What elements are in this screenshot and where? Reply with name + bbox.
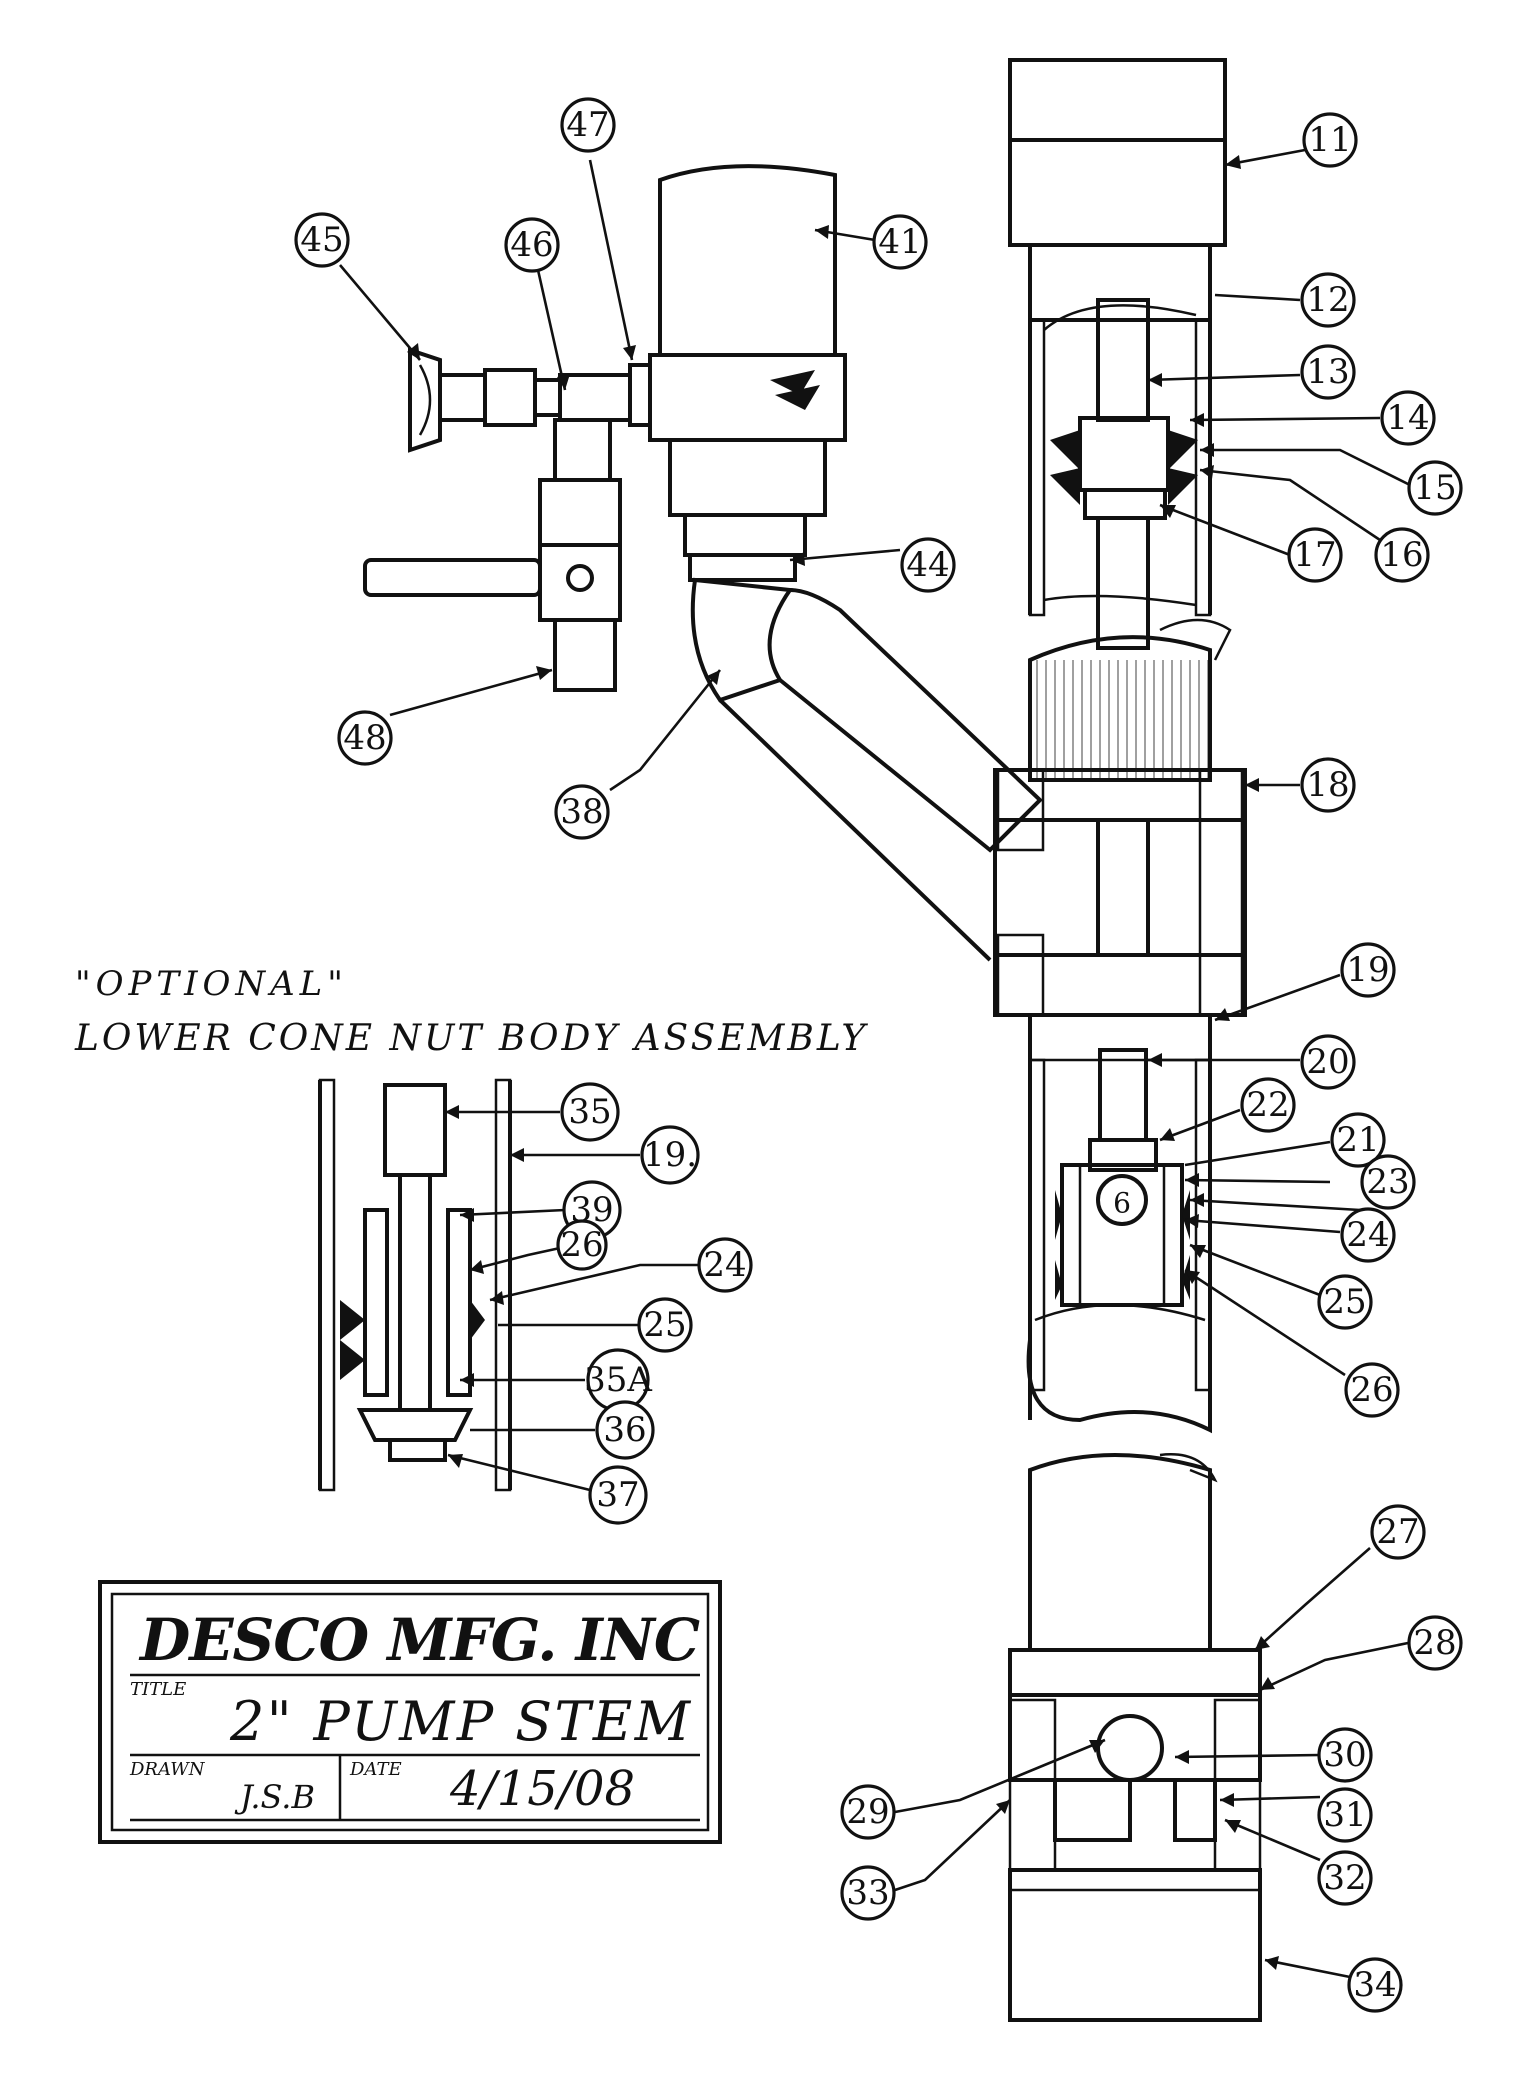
title-block-date-label: DATE xyxy=(349,1759,402,1780)
title-block-company: DESCO MFG. INC xyxy=(138,1606,700,1674)
svg-text:34: 34 xyxy=(1353,1965,1396,2005)
callout-22: 22 xyxy=(1240,1077,1296,1133)
svg-text:15: 15 xyxy=(1413,468,1456,508)
callout-33: 33 xyxy=(840,1865,896,1921)
svg-text:18: 18 xyxy=(1306,765,1349,805)
svg-text:21: 21 xyxy=(1336,1120,1379,1160)
callout-17: 17 xyxy=(1287,527,1343,583)
optional-detail xyxy=(318,1078,512,1492)
callout-23: 23 xyxy=(1360,1154,1416,1210)
svg-text:38: 38 xyxy=(560,792,603,832)
callout-20: 20 xyxy=(1300,1034,1356,1090)
callout-27: 27 xyxy=(1370,1504,1426,1560)
valve-assembly xyxy=(363,347,652,692)
callout-29: 29 xyxy=(840,1784,896,1840)
detail-callout-35a: 35A xyxy=(584,1348,652,1412)
callout-13: 13 xyxy=(1300,344,1356,400)
svg-text:32: 32 xyxy=(1323,1858,1366,1898)
svg-text:36: 36 xyxy=(603,1410,646,1450)
svg-text:6: 6 xyxy=(1113,1187,1131,1220)
callout-24: 24 xyxy=(1340,1207,1396,1263)
svg-text:35: 35 xyxy=(568,1092,611,1132)
svg-text:25: 25 xyxy=(1323,1282,1366,1322)
callout-32: 32 xyxy=(1317,1850,1373,1906)
callout-15: 15 xyxy=(1407,460,1463,516)
callout-34: 34 xyxy=(1347,1957,1403,2013)
detail-callout-24: 24 xyxy=(697,1237,753,1293)
svg-text:47: 47 xyxy=(566,105,609,145)
callout-47: 47 xyxy=(560,97,616,153)
svg-text:23: 23 xyxy=(1366,1162,1409,1202)
svg-text:26: 26 xyxy=(1350,1370,1393,1410)
callout-45: 45 xyxy=(294,212,350,268)
svg-text:37: 37 xyxy=(596,1475,639,1515)
svg-text:29: 29 xyxy=(846,1792,889,1832)
title-block xyxy=(98,1580,722,1844)
svg-text:25: 25 xyxy=(643,1305,686,1345)
callout-26: 26 xyxy=(1344,1362,1400,1418)
svg-text:41: 41 xyxy=(878,222,921,262)
svg-text:14: 14 xyxy=(1386,398,1429,438)
detail-callout-25: 25 xyxy=(637,1297,693,1353)
svg-text:31: 31 xyxy=(1323,1795,1366,1835)
callout-30: 30 xyxy=(1317,1727,1373,1783)
svg-text:24: 24 xyxy=(1346,1215,1389,1255)
svg-text:13: 13 xyxy=(1306,352,1349,392)
main-pipe-assembly: 6 xyxy=(993,58,1262,2022)
svg-text:33: 33 xyxy=(846,1873,889,1913)
detail-callout-26: 26 xyxy=(556,1219,608,1271)
callout-28: 28 xyxy=(1407,1615,1463,1671)
optional-note-line1: "OPTIONAL" xyxy=(75,964,348,1004)
callout-41: 41 xyxy=(872,214,928,270)
svg-text:24: 24 xyxy=(703,1245,746,1285)
svg-text:22: 22 xyxy=(1246,1085,1289,1125)
svg-text:11: 11 xyxy=(1308,120,1351,160)
detail-callout-37: 37 xyxy=(588,1465,648,1525)
detail-callout-19: 19. xyxy=(640,1125,700,1185)
svg-text:28: 28 xyxy=(1413,1623,1456,1663)
callout-31: 31 xyxy=(1317,1787,1373,1843)
detail-callout-36: 36 xyxy=(595,1400,655,1460)
svg-text:27: 27 xyxy=(1376,1512,1419,1552)
svg-text:30: 30 xyxy=(1323,1735,1366,1775)
leader-lines xyxy=(339,148,1411,1979)
svg-text:26: 26 xyxy=(560,1225,603,1265)
svg-text:44: 44 xyxy=(906,545,949,585)
callout-46: 46 xyxy=(504,217,560,273)
svg-text:45: 45 xyxy=(300,220,343,260)
callout-48: 48 xyxy=(337,710,393,766)
svg-text:48: 48 xyxy=(343,718,386,758)
svg-text:20: 20 xyxy=(1306,1042,1349,1082)
svg-text:19: 19 xyxy=(1346,950,1389,990)
svg-text:16: 16 xyxy=(1380,535,1423,575)
svg-text:46: 46 xyxy=(510,225,553,265)
title-block-title-label: TITLE xyxy=(130,1679,186,1700)
title-block-drawn-label: DRAWN xyxy=(129,1759,206,1780)
callout-44: 44 xyxy=(900,537,956,593)
callout-18: 18 xyxy=(1300,757,1356,813)
callout-11: 11 xyxy=(1302,112,1358,168)
svg-text:12: 12 xyxy=(1306,280,1349,320)
optional-note-line2: LOWER CONE NUT BODY ASSEMBLY xyxy=(74,1018,868,1059)
callout-38: 38 xyxy=(554,784,610,840)
callout-21: 21 xyxy=(1330,1112,1386,1168)
svg-text:17: 17 xyxy=(1293,535,1336,575)
title-block-title: 2" PUMP STEM xyxy=(229,1690,692,1753)
detail-callout-35: 35 xyxy=(560,1082,620,1142)
title-block-date: 4/15/08 xyxy=(449,1761,635,1817)
callout-25: 25 xyxy=(1317,1274,1373,1330)
callout-16: 16 xyxy=(1374,527,1430,583)
callout-12: 12 xyxy=(1300,272,1356,328)
svg-text:35A: 35A xyxy=(584,1360,652,1400)
callout-19: 19 xyxy=(1340,942,1396,998)
title-block-drawn: J.S.B xyxy=(234,1778,315,1816)
callout-14: 14 xyxy=(1380,390,1436,446)
side-branch-assembly xyxy=(648,164,1043,962)
svg-text:19.: 19. xyxy=(643,1135,697,1175)
